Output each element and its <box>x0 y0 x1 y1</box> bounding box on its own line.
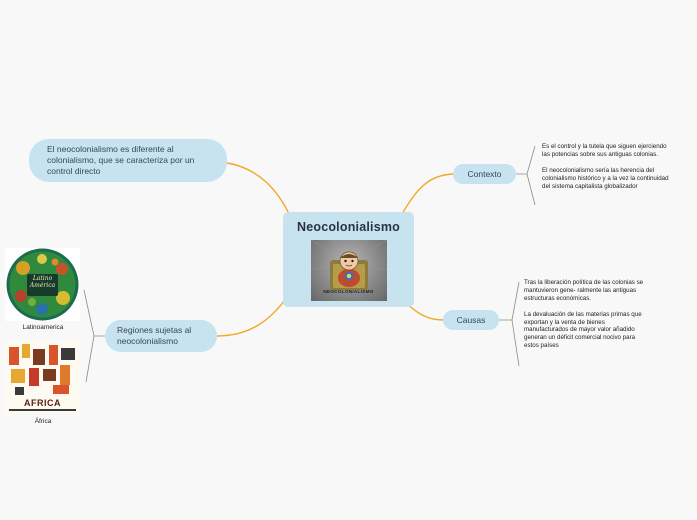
causes-note: Tras la liberación política de las colon… <box>524 279 644 350</box>
neocolonialism-illustration: NEOCOLONIALISMO <box>310 240 387 301</box>
illustration-caption: NEOCOLONIALISMO <box>323 289 374 294</box>
link-context-note <box>516 145 536 206</box>
africa-caption: África <box>34 418 52 425</box>
context-topic[interactable]: Contexto <box>453 164 516 184</box>
link-regions-latam <box>83 289 105 337</box>
link-causes-note <box>499 281 520 367</box>
latinoamerica-image: Latino América <box>5 248 80 321</box>
central-topic-title: Neocolonialismo <box>296 220 401 234</box>
link-regions <box>216 295 289 337</box>
latinoamerica-image-text: Latino América <box>29 275 56 289</box>
latinoamerica-caption: Latinoamerica <box>22 324 64 331</box>
regions-topic[interactable]: Regiones sujetas al neocolonialismo <box>105 320 217 352</box>
context-label: Contexto <box>467 168 502 179</box>
africa-image: AFRICA <box>5 341 80 414</box>
context-note: Es el control y la tutela que siguen eje… <box>542 143 669 190</box>
link-regions-africa <box>85 335 95 383</box>
link-definition <box>226 162 291 217</box>
link-context <box>401 173 454 215</box>
regions-label: Regiones sujetas al neocolonialismo <box>117 325 192 346</box>
causes-label: Causas <box>456 314 486 325</box>
definition-text: El neocolonialismo es diferente al colon… <box>47 144 195 176</box>
africa-image-text: AFRICA <box>24 398 61 408</box>
causes-topic[interactable]: Causas <box>443 310 499 330</box>
definition-topic[interactable]: El neocolonialismo es diferente al colon… <box>29 139 227 182</box>
central-topic[interactable]: Neocolonialismo NEOCOLONIALISMO <box>283 212 414 307</box>
